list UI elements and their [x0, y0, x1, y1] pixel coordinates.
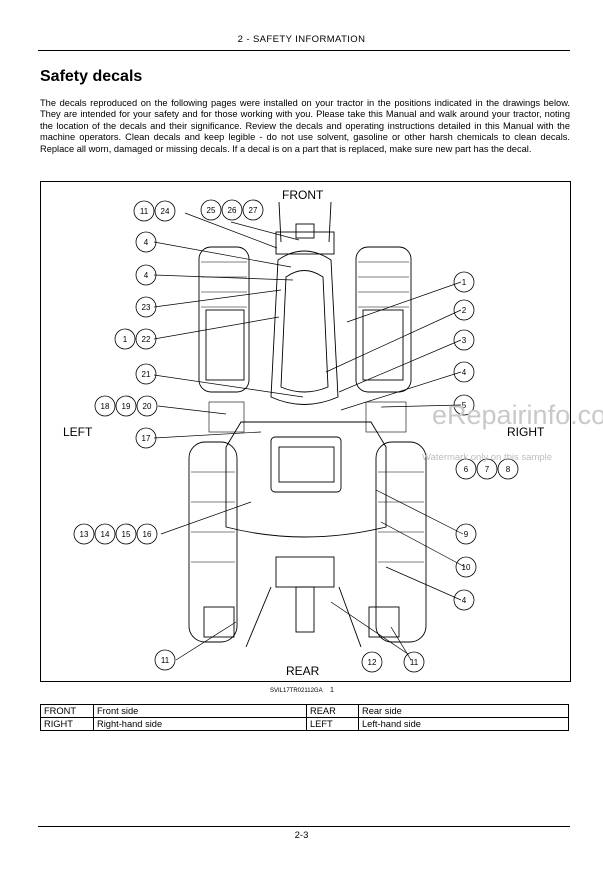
callout: 2 — [462, 306, 467, 315]
callout: 4 — [462, 596, 467, 605]
callout: 25 — [207, 206, 216, 215]
front-left-hub — [205, 309, 245, 381]
tractor-decal-figure: 11 24 25 26 27 4 4 23 1 22 21 18 19 20 1… — [40, 181, 571, 682]
table-cell: Left-hand side — [358, 717, 569, 731]
figure-number: 1 — [330, 687, 334, 694]
callout: 9 — [464, 530, 469, 539]
callout: 6 — [464, 465, 469, 474]
callout: 15 — [122, 530, 131, 539]
front-left-wheel — [198, 246, 250, 393]
watermark-note: Watermark only on this sample — [422, 452, 553, 463]
callout: 7 — [485, 465, 490, 474]
table-row: RIGHT Right-hand side LEFT Left-hand sid… — [40, 717, 569, 731]
watermark: eRepairinfo.com — [432, 400, 603, 430]
rear-label: REAR — [286, 664, 320, 678]
callout: 24 — [161, 207, 170, 216]
callout: 3 — [462, 336, 467, 345]
callout: 17 — [142, 434, 151, 443]
callout: 4 — [144, 271, 149, 280]
table-cell: Front side — [93, 704, 307, 718]
right-label: RIGHT — [507, 425, 545, 439]
figure-code: SVIL17TR02112GA — [270, 688, 323, 694]
callout: 11 — [140, 207, 149, 216]
callout: 11 — [161, 656, 170, 665]
front-right-hub — [362, 309, 404, 381]
callout: 14 — [101, 530, 110, 539]
table-cell: Right-hand side — [93, 717, 307, 731]
callout: 23 — [142, 303, 151, 312]
rear-right-wheel — [375, 441, 427, 643]
table-cell: FRONT — [40, 704, 94, 718]
section-header: 2 - SAFETY INFORMATION — [237, 34, 366, 45]
table-cell: Rear side — [358, 704, 569, 718]
rear-left-wheel — [188, 441, 238, 643]
rear-hitch — [275, 556, 335, 588]
page-title: Safety decals — [40, 68, 143, 85]
table-cell: LEFT — [306, 717, 359, 731]
front-hitch — [275, 231, 335, 255]
callout: 18 — [101, 402, 110, 411]
rear-left-fender-light — [203, 606, 235, 638]
table-cell: REAR — [306, 704, 359, 718]
callout: 12 — [368, 658, 377, 667]
callout: 22 — [142, 335, 151, 344]
callout: 8 — [506, 465, 511, 474]
callout: 4 — [144, 238, 149, 247]
table-row: FRONT Front side REAR Rear side — [40, 704, 569, 718]
callout: 1 — [123, 335, 128, 344]
cab — [225, 421, 387, 538]
hood — [270, 250, 339, 405]
callout: 21 — [142, 370, 151, 379]
front-right-wheel — [355, 246, 412, 393]
rear-right-fender-light — [368, 606, 400, 638]
left-label: LEFT — [63, 425, 93, 439]
table-cell: RIGHT — [40, 717, 94, 731]
callout: 16 — [143, 530, 152, 539]
front-label: FRONT — [282, 188, 324, 202]
callout: 13 — [80, 530, 89, 539]
callout: 27 — [249, 206, 258, 215]
callout: 19 — [122, 402, 131, 411]
callout: 10 — [462, 563, 471, 572]
footer-divider — [38, 826, 570, 827]
callout: 5 — [462, 401, 467, 410]
callout: 11 — [410, 658, 419, 667]
intro-paragraph: The decals reproduced on the following p… — [40, 98, 570, 154]
callout: 1 — [462, 278, 467, 287]
callout: 20 — [143, 402, 152, 411]
callout: 4 — [462, 368, 467, 377]
callout: 26 — [228, 206, 237, 215]
legend-table: FRONT Front side REAR Rear side RIGHT Ri… — [40, 704, 569, 731]
tractor-top-view-drawing: 11 24 25 26 27 4 4 23 1 22 21 18 19 20 1… — [73, 199, 519, 673]
page-number: 2-3 — [294, 830, 309, 841]
header-divider — [38, 50, 570, 51]
